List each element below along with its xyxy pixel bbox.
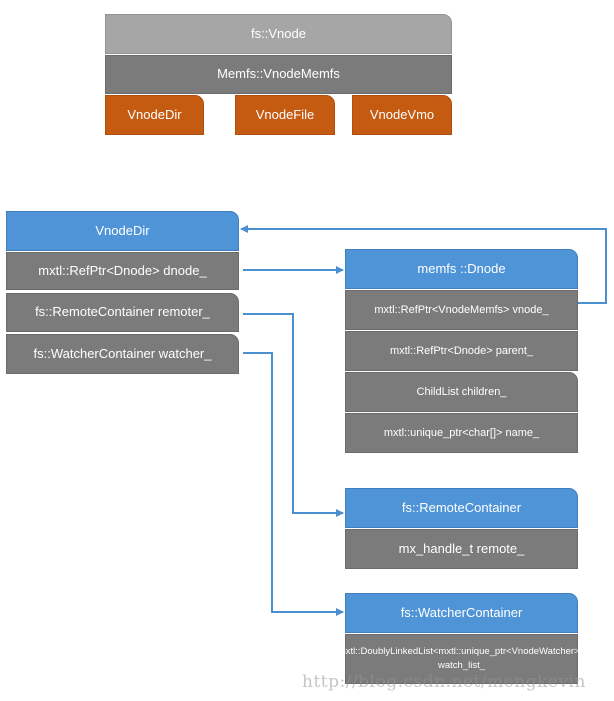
watcher-container-title: fs::WatcherContainer	[400, 604, 523, 620]
subclass-vnodedir-box: VnodeDir	[105, 95, 204, 135]
arrow-vnode-back-to-vnodedir	[240, 225, 607, 304]
dnode-field-vnode: mxtl::RefPtr<VnodeMemfs> vnode_	[345, 290, 578, 330]
watermark-text: http://blog.csdn.net/mengkevin	[302, 672, 586, 692]
subclass-vnodevmo-label: VnodeVmo	[369, 106, 435, 122]
dnode-field-vnode-label: mxtl::RefPtr<VnodeMemfs> vnode_	[374, 303, 549, 316]
remote-container-field-remote-label: mx_handle_t remote_	[398, 540, 525, 556]
dnode-field-parent-label: mxtl::RefPtr<Dnode> parent_	[389, 344, 534, 357]
dnode-field-parent: mxtl::RefPtr<Dnode> parent_	[345, 331, 578, 371]
watcher-container-header: fs::WatcherContainer	[345, 593, 578, 633]
vnodedir-title: VnodeDir	[95, 222, 150, 238]
watcher-container-field-watch-list-label: mxtl::DoublyLinkedList<mxtl::unique_ptr<…	[337, 645, 586, 671]
subclass-vnodedir-label: VnodeDir	[127, 106, 182, 122]
vnodedir-field-remoter: fs::RemoteContainer remoter_	[6, 293, 239, 332]
vnodedir-field-watcher-label: fs::WatcherContainer watcher_	[33, 345, 212, 361]
watcher-container-field-watch-list: mxtl::DoublyLinkedList<mxtl::unique_ptr<…	[338, 634, 585, 684]
vnodedir-field-dnode-label: mxtl::RefPtr<Dnode> dnode_	[38, 262, 207, 278]
subclass-vnodefile-label: VnodeFile	[255, 106, 315, 122]
dnode-title: memfs ::Dnode	[417, 260, 506, 276]
vnodedir-field-remoter-label: fs::RemoteContainer remoter_	[35, 304, 210, 320]
subclass-vnodefile-box: VnodeFile	[235, 95, 335, 135]
vnode-memfs-box: Memfs::VnodeMemfs	[105, 55, 452, 94]
vnode-memfs-label: Memfs::VnodeMemfs	[217, 66, 340, 82]
subclass-vnodevmo-box: VnodeVmo	[352, 95, 452, 135]
dnode-field-children: ChildList children_	[345, 372, 578, 412]
arrow-remoter-to-remote-container	[243, 313, 344, 517]
remote-container-field-remote: mx_handle_t remote_	[345, 529, 578, 569]
dnode-field-name: mxtl::unique_ptr<char[]> name_	[345, 413, 578, 453]
remote-container-header: fs::RemoteContainer	[345, 488, 578, 528]
vnode-base-label: fs::Vnode	[251, 25, 306, 41]
remote-container-title: fs::RemoteContainer	[401, 499, 522, 515]
vnodedir-field-watcher: fs::WatcherContainer watcher_	[6, 334, 239, 374]
dnode-field-children-label: ChildList children_	[416, 385, 507, 398]
arrow-watcher-to-watcher-container	[243, 352, 344, 616]
dnode-header: memfs ::Dnode	[345, 249, 578, 289]
dnode-field-name-label: mxtl::unique_ptr<char[]> name_	[383, 426, 540, 439]
vnode-base-box: fs::Vnode	[105, 14, 452, 54]
vnodedir-field-dnode: mxtl::RefPtr<Dnode> dnode_	[6, 252, 239, 290]
vnodedir-header: VnodeDir	[6, 211, 239, 251]
